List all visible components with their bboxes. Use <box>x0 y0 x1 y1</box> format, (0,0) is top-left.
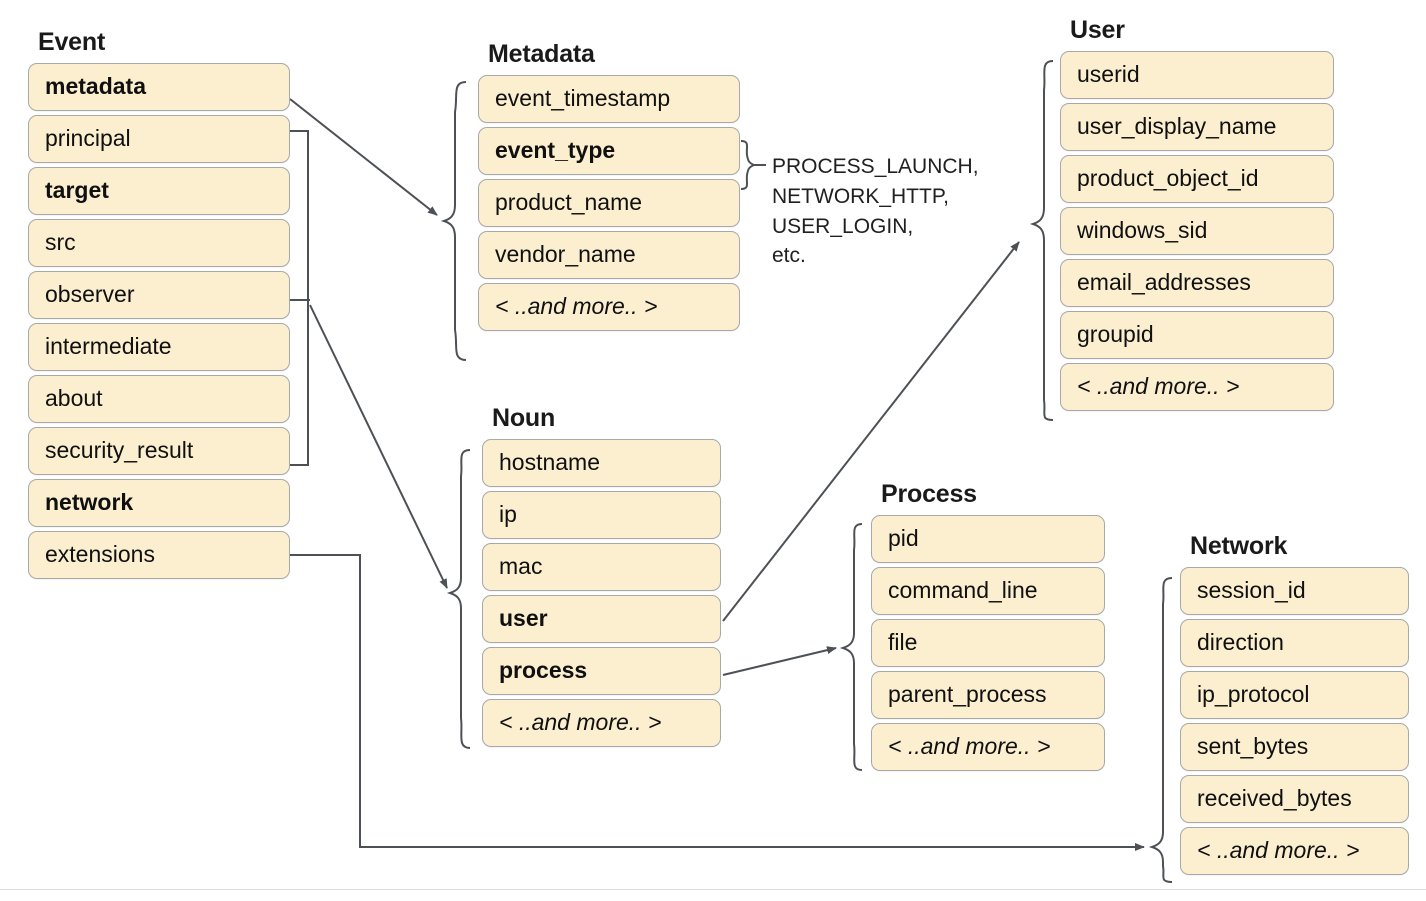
field-network-sent-bytes[interactable]: sent_bytes <box>1180 723 1409 771</box>
field-event-network[interactable]: network <box>28 479 290 527</box>
field-user-product-object-id[interactable]: product_object_id <box>1060 155 1334 203</box>
field-event-observer[interactable]: observer <box>28 271 290 319</box>
field-noun-mac[interactable]: mac <box>482 543 721 591</box>
brace-user <box>1029 60 1054 421</box>
field-event-about[interactable]: about <box>28 375 290 423</box>
brace-process <box>839 523 863 771</box>
field-event-target[interactable]: target <box>28 167 290 215</box>
group-process: Process pid command_line file parent_pro… <box>871 480 1105 771</box>
field-list-event: metadata principal target src observer i… <box>28 63 290 579</box>
field-list-metadata: event_timestamp event_type product_name … <box>478 75 740 331</box>
field-metadata-vendor-name[interactable]: vendor_name <box>478 231 740 279</box>
field-event-extensions[interactable]: extensions <box>28 531 290 579</box>
field-process-pid[interactable]: pid <box>871 515 1105 563</box>
field-user-and-more[interactable]: < ..and more.. > <box>1060 363 1334 411</box>
brace-network <box>1148 577 1173 883</box>
brace-metadata <box>440 81 467 361</box>
field-network-direction[interactable]: direction <box>1180 619 1409 667</box>
field-noun-ip[interactable]: ip <box>482 491 721 539</box>
field-process-file[interactable]: file <box>871 619 1105 667</box>
field-network-session-id[interactable]: session_id <box>1180 567 1409 615</box>
field-event-principal[interactable]: principal <box>28 115 290 163</box>
field-metadata-product-name[interactable]: product_name <box>478 179 740 227</box>
connector-noun <box>309 304 448 589</box>
group-noun: Noun hostname ip mac user process < ..an… <box>482 404 721 747</box>
field-user-userid[interactable]: userid <box>1060 51 1334 99</box>
field-noun-user[interactable]: user <box>482 595 721 643</box>
field-user-groupid[interactable]: groupid <box>1060 311 1334 359</box>
connector-metadata <box>289 98 438 216</box>
group-title-metadata: Metadata <box>488 40 595 68</box>
group-metadata: Metadata event_timestamp event_type prod… <box>478 40 740 331</box>
group-title-user: User <box>1070 16 1125 44</box>
field-event-metadata[interactable]: metadata <box>28 63 290 111</box>
group-network: Network session_id direction ip_protocol… <box>1180 532 1409 875</box>
field-user-email-addresses[interactable]: email_addresses <box>1060 259 1334 307</box>
field-user-user-display-name[interactable]: user_display_name <box>1060 103 1334 151</box>
group-title-noun: Noun <box>492 404 556 432</box>
field-metadata-event-timestamp[interactable]: event_timestamp <box>478 75 740 123</box>
group-user: User userid user_display_name product_ob… <box>1060 16 1334 411</box>
field-process-command-line[interactable]: command_line <box>871 567 1105 615</box>
field-process-and-more[interactable]: < ..and more.. > <box>871 723 1105 771</box>
field-noun-process[interactable]: process <box>482 647 721 695</box>
field-network-and-more[interactable]: < ..and more.. > <box>1180 827 1409 875</box>
field-metadata-event-type[interactable]: event_type <box>478 127 740 175</box>
field-event-intermediate[interactable]: intermediate <box>28 323 290 371</box>
bracket-event-nouns <box>288 130 309 466</box>
field-event-src[interactable]: src <box>28 219 290 267</box>
field-list-process: pid command_line file parent_process < .… <box>871 515 1105 771</box>
connector-process <box>722 646 837 676</box>
field-list-user: userid user_display_name product_object_… <box>1060 51 1334 411</box>
field-list-noun: hostname ip mac user process < ..and mor… <box>482 439 721 747</box>
field-event-security-result[interactable]: security_result <box>28 427 290 475</box>
group-event: Event metadata principal target src obse… <box>28 28 290 579</box>
brace-event-type <box>740 140 757 190</box>
brace-noun <box>446 449 471 749</box>
field-network-received-bytes[interactable]: received_bytes <box>1180 775 1409 823</box>
group-title-process: Process <box>881 480 977 508</box>
field-user-windows-sid[interactable]: windows_sid <box>1060 207 1334 255</box>
field-noun-hostname[interactable]: hostname <box>482 439 721 487</box>
bottom-divider <box>0 889 1426 890</box>
group-title-event: Event <box>38 28 106 56</box>
group-title-network: Network <box>1190 532 1288 560</box>
annotation-event-type-values: PROCESS_LAUNCH, NETWORK_HTTP, USER_LOGIN… <box>772 155 979 268</box>
field-metadata-and-more[interactable]: < ..and more.. > <box>478 283 740 331</box>
field-process-parent-process[interactable]: parent_process <box>871 671 1105 719</box>
field-noun-and-more[interactable]: < ..and more.. > <box>482 699 721 747</box>
field-list-network: session_id direction ip_protocol sent_by… <box>1180 567 1409 875</box>
field-network-ip-protocol[interactable]: ip_protocol <box>1180 671 1409 719</box>
